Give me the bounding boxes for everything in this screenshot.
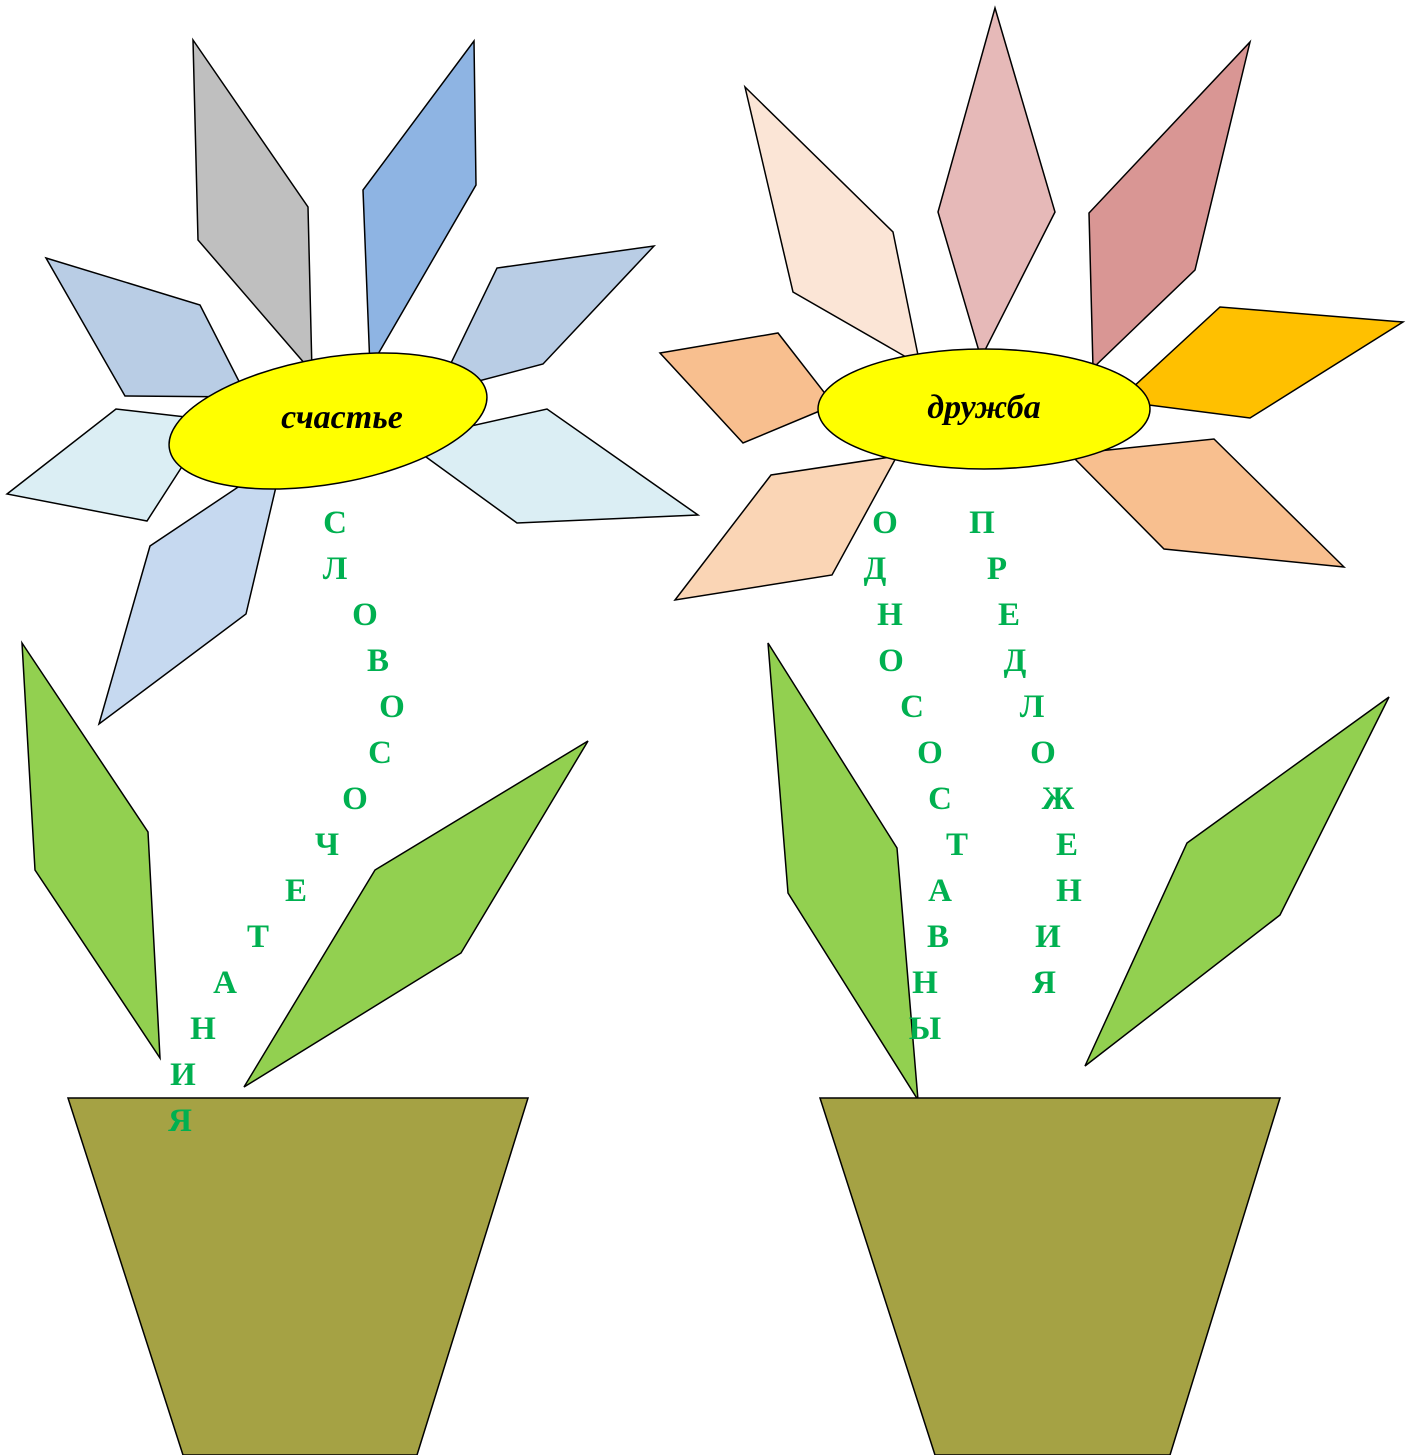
leaf — [244, 741, 588, 1087]
petal — [1070, 439, 1344, 567]
stem-letter: А — [928, 873, 952, 909]
flower-pot — [68, 1098, 528, 1455]
stem-letter: О — [1030, 735, 1056, 771]
center-word: дружба — [927, 389, 1041, 426]
stem-letter: Н — [877, 597, 903, 633]
stem-letter: Е — [285, 873, 307, 909]
stem-letter: С — [900, 689, 924, 725]
stem-letter: О — [872, 505, 898, 541]
leaf — [1085, 697, 1389, 1066]
stem-letter: Н — [190, 1011, 216, 1047]
stem-letter: В — [367, 643, 389, 679]
petal — [1118, 307, 1403, 418]
stem-letter: Ы — [909, 1011, 941, 1047]
stem-letter: О — [917, 735, 943, 771]
stem-letter: О — [379, 689, 405, 725]
flower-pot — [820, 1098, 1280, 1455]
stem-letter: Е — [1056, 827, 1078, 863]
stem-letter: Л — [323, 551, 348, 587]
stem-letter: Т — [247, 919, 269, 955]
petal — [193, 40, 312, 372]
stem-letter: Я — [1032, 965, 1056, 1001]
stem-letter: Д — [864, 551, 887, 587]
stem-letter: Ж — [1042, 781, 1075, 817]
stem-letter: С — [323, 505, 347, 541]
stem-letter: Я — [168, 1103, 192, 1139]
stem-letter: И — [170, 1057, 196, 1093]
stem-letter: О — [342, 781, 368, 817]
stem-letter: С — [928, 781, 952, 817]
stem-letter: П — [969, 505, 995, 541]
stem-letter: С — [368, 735, 392, 771]
stem-letter: Д — [1004, 643, 1027, 679]
stem-letter: В — [927, 919, 949, 955]
stem-letter: И — [1035, 919, 1061, 955]
stem-letter: А — [213, 965, 237, 1001]
petal — [660, 333, 834, 443]
stem-letter: Р — [987, 551, 1007, 587]
petal — [46, 258, 247, 397]
stem-letter: О — [352, 597, 378, 633]
petal — [363, 41, 476, 368]
stem-letter: Ч — [315, 827, 339, 863]
stem-letter: Л — [1020, 689, 1045, 725]
stem-letter: Т — [946, 827, 968, 863]
leaf — [768, 643, 918, 1100]
stem-letter: Н — [1056, 873, 1082, 909]
petal — [938, 8, 1055, 358]
center-word: счастье — [281, 399, 403, 436]
stem-letter: Н — [912, 965, 938, 1001]
leaf — [22, 643, 160, 1058]
stem-letter: О — [878, 643, 904, 679]
stem-letter: Е — [998, 597, 1020, 633]
petal — [745, 87, 920, 365]
